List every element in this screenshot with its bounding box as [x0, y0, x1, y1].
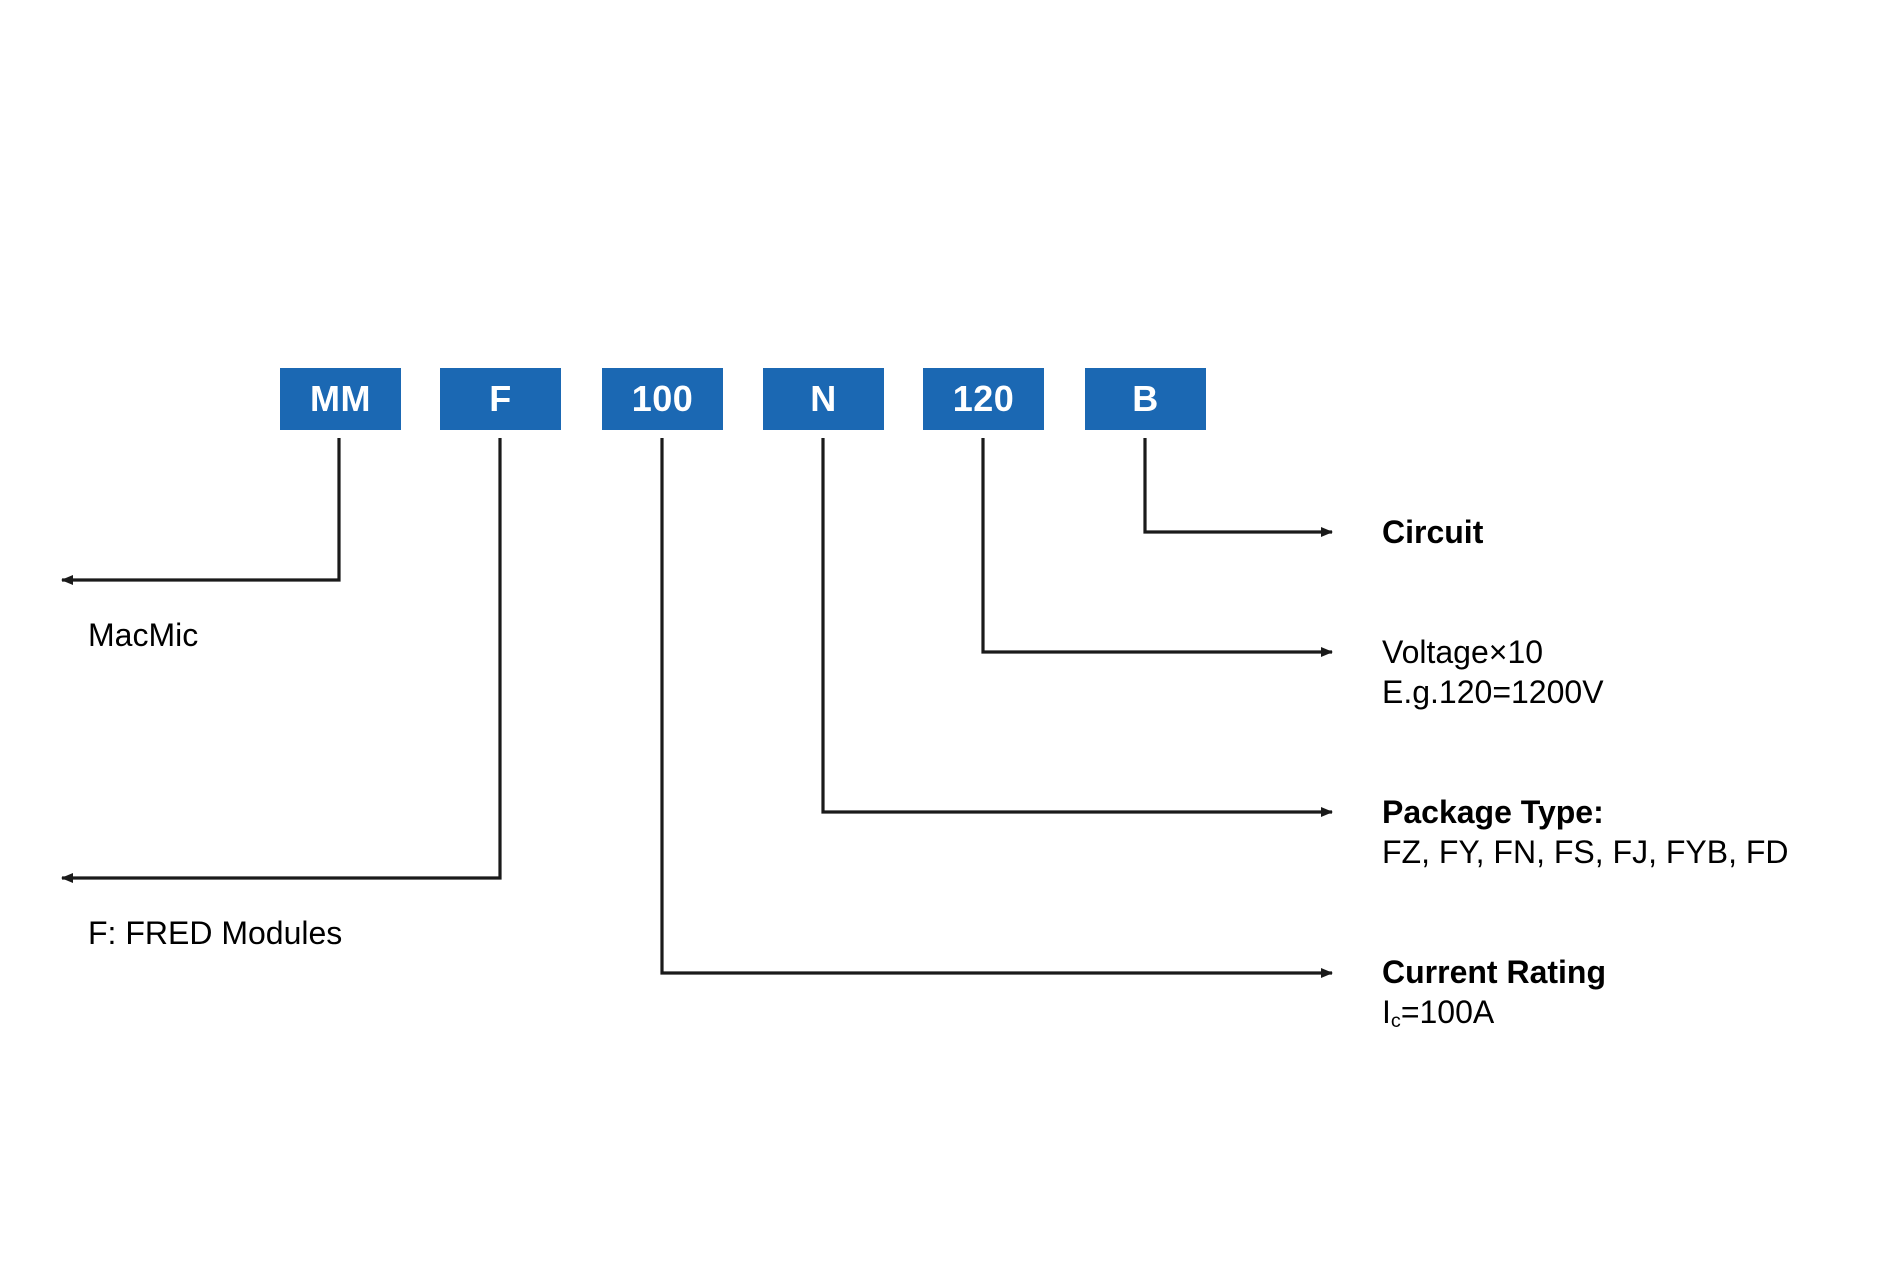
- current-symbol-subscript: c: [1390, 1010, 1401, 1033]
- code-box-b[interactable]: B: [1085, 368, 1206, 430]
- connector-b: [1143, 438, 1333, 537]
- label-macmic: MacMic: [88, 617, 199, 653]
- label-current-rating-value: Ic=100A: [1382, 992, 1606, 1032]
- current-value: =100A: [1400, 994, 1495, 1030]
- label-voltage-example: E.g.120=1200V: [1382, 674, 1604, 710]
- label-circuit-head: Circuit: [1382, 514, 1484, 550]
- label-voltage-head: Voltage×10: [1382, 634, 1544, 670]
- connector-n: [821, 438, 1333, 817]
- label-package-type-head: Package Type:: [1382, 794, 1604, 830]
- label-package-type-values: FZ, FY, FN, FS, FJ, FYB, FD: [1382, 834, 1789, 870]
- code-box-n[interactable]: N: [763, 368, 884, 430]
- connector-100: [660, 438, 1333, 978]
- label-fred-modules: F: FRED Modules: [88, 915, 343, 951]
- code-box-100[interactable]: 100: [602, 368, 723, 430]
- code-box-120[interactable]: 120: [923, 368, 1044, 430]
- label-current-rating-head: Current Rating: [1382, 954, 1606, 990]
- code-box-mm[interactable]: MM: [280, 368, 401, 430]
- label-package-type: Package Type: FZ, FY, FN, FS, FJ, FYB, F…: [1382, 792, 1789, 872]
- connector-120: [981, 438, 1333, 657]
- connector-f: [61, 438, 502, 883]
- current-symbol: I: [1382, 994, 1391, 1030]
- label-circuit: Circuit: [1382, 512, 1483, 552]
- label-current-rating: Current Rating Ic=100A: [1382, 952, 1606, 1032]
- connector-mm: [61, 438, 341, 585]
- code-box-f[interactable]: F: [440, 368, 561, 430]
- label-voltage: Voltage×10 E.g.120=1200V: [1382, 632, 1604, 712]
